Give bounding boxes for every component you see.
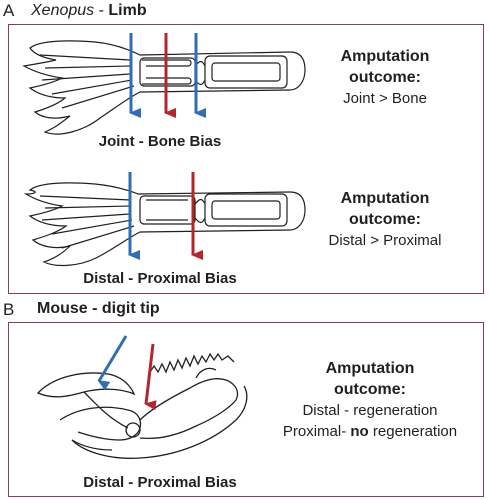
panel-a-title-sep: -	[98, 2, 104, 19]
outcome-a2-heading-2: outcome:	[349, 211, 421, 228]
panel-a-label: A	[3, 1, 15, 20]
outcome-b-line-2-b: no	[350, 423, 369, 440]
outcome-a2-text: Distal > Proximal	[328, 232, 442, 249]
red-cut-arrow-proximal-digit	[144, 343, 157, 411]
caption-distal-proximal-bias-b: Distal - Proximal Bias	[83, 474, 237, 491]
outcome-b-line-1: Distal - regeneration	[302, 402, 438, 419]
outcome-a1: Amputation outcome: Joint > Bone	[290, 46, 480, 109]
panel-a-title-structure: Limb	[108, 2, 147, 19]
caption-distal-proximal-bias-a: Distal - Proximal Bias	[83, 270, 237, 287]
outcome-a1-text: Joint > Bone	[343, 90, 427, 107]
panel-b-label: B	[3, 300, 15, 319]
panel-a-title: Xenopus - Limb	[31, 2, 147, 20]
caption-joint-bone-bias: Joint - Bone Bias	[98, 133, 222, 150]
outcome-b-line-2-c: regeneration	[372, 423, 458, 440]
panel-a-frame	[8, 24, 484, 294]
panel-b-title: Mouse - digit tip	[37, 300, 160, 318]
blue-cut-arrow-distal-digit	[97, 335, 128, 391]
panel-a-title-species: Xenopus	[31, 2, 95, 19]
xenopus-limb-2	[23, 182, 306, 267]
outcome-a1-heading-1: Amputation	[340, 48, 430, 65]
outcome-b-heading-1: Amputation	[325, 360, 415, 377]
outcome-b-line-2-a: Proximal-	[282, 423, 347, 440]
mouse-digit-tip	[36, 352, 248, 459]
outcome-b-line-2: Proximal- no regeneration	[255, 421, 485, 442]
outcome-a2-heading-1: Amputation	[340, 190, 430, 207]
outcome-a1-heading-2: outcome:	[349, 69, 421, 86]
outcome-a2: Amputation outcome: Distal > Proximal	[290, 188, 480, 251]
panel-b-title-species: Mouse	[37, 300, 88, 317]
panel-b-frame	[8, 322, 484, 497]
outcome-b: Amputation outcome: Distal - regeneratio…	[255, 358, 485, 442]
panel-b-title-structure: - digit tip	[92, 300, 160, 317]
outcome-b-heading-2: outcome:	[334, 381, 406, 398]
